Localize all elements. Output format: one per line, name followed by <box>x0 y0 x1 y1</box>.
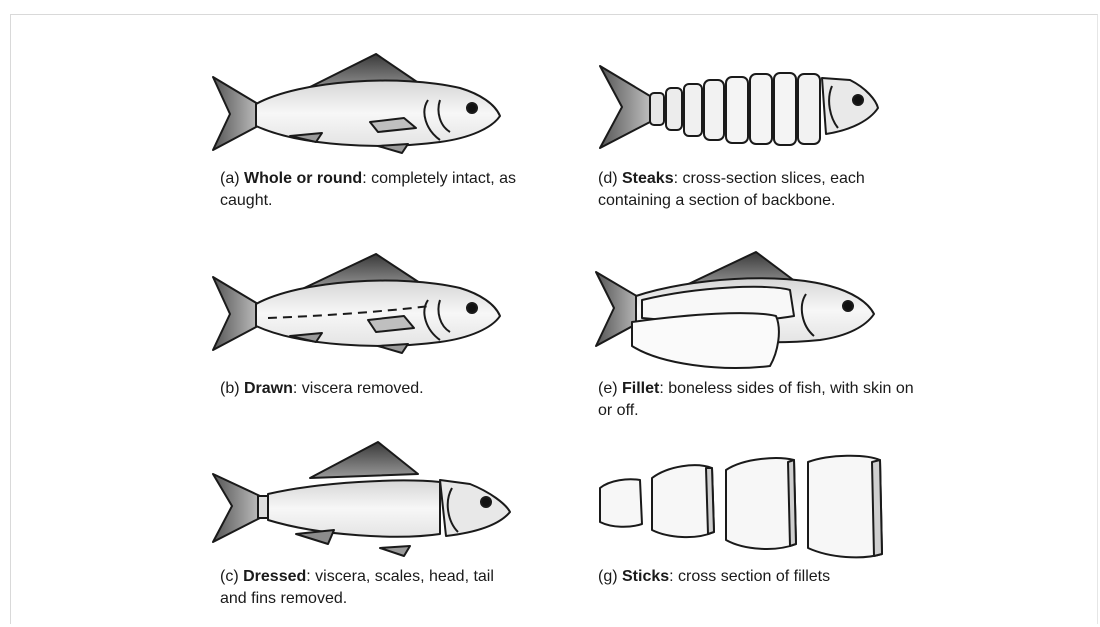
drawn-fish-illustration <box>213 254 500 353</box>
whole-fish-illustration <box>213 54 500 153</box>
caption-steaks: (d) Steaks: cross-section slices, each c… <box>598 168 928 212</box>
caption-dressed: (c) Dressed: viscera, scales, head, tail… <box>220 566 520 610</box>
fillet-fish-illustration <box>596 252 874 368</box>
caption-whole: (a) Whole or round: completely intact, a… <box>220 168 520 212</box>
sticks-illustration <box>600 456 882 558</box>
dressed-fish-illustration <box>213 442 510 556</box>
caption-drawn: (b) Drawn: viscera removed. <box>220 378 520 400</box>
caption-sticks: (g) Sticks: cross section of fillets <box>598 566 928 588</box>
steaks-fish-illustration <box>600 66 878 148</box>
caption-fillet: (e) Fillet: boneless sides of fish, with… <box>598 378 928 422</box>
